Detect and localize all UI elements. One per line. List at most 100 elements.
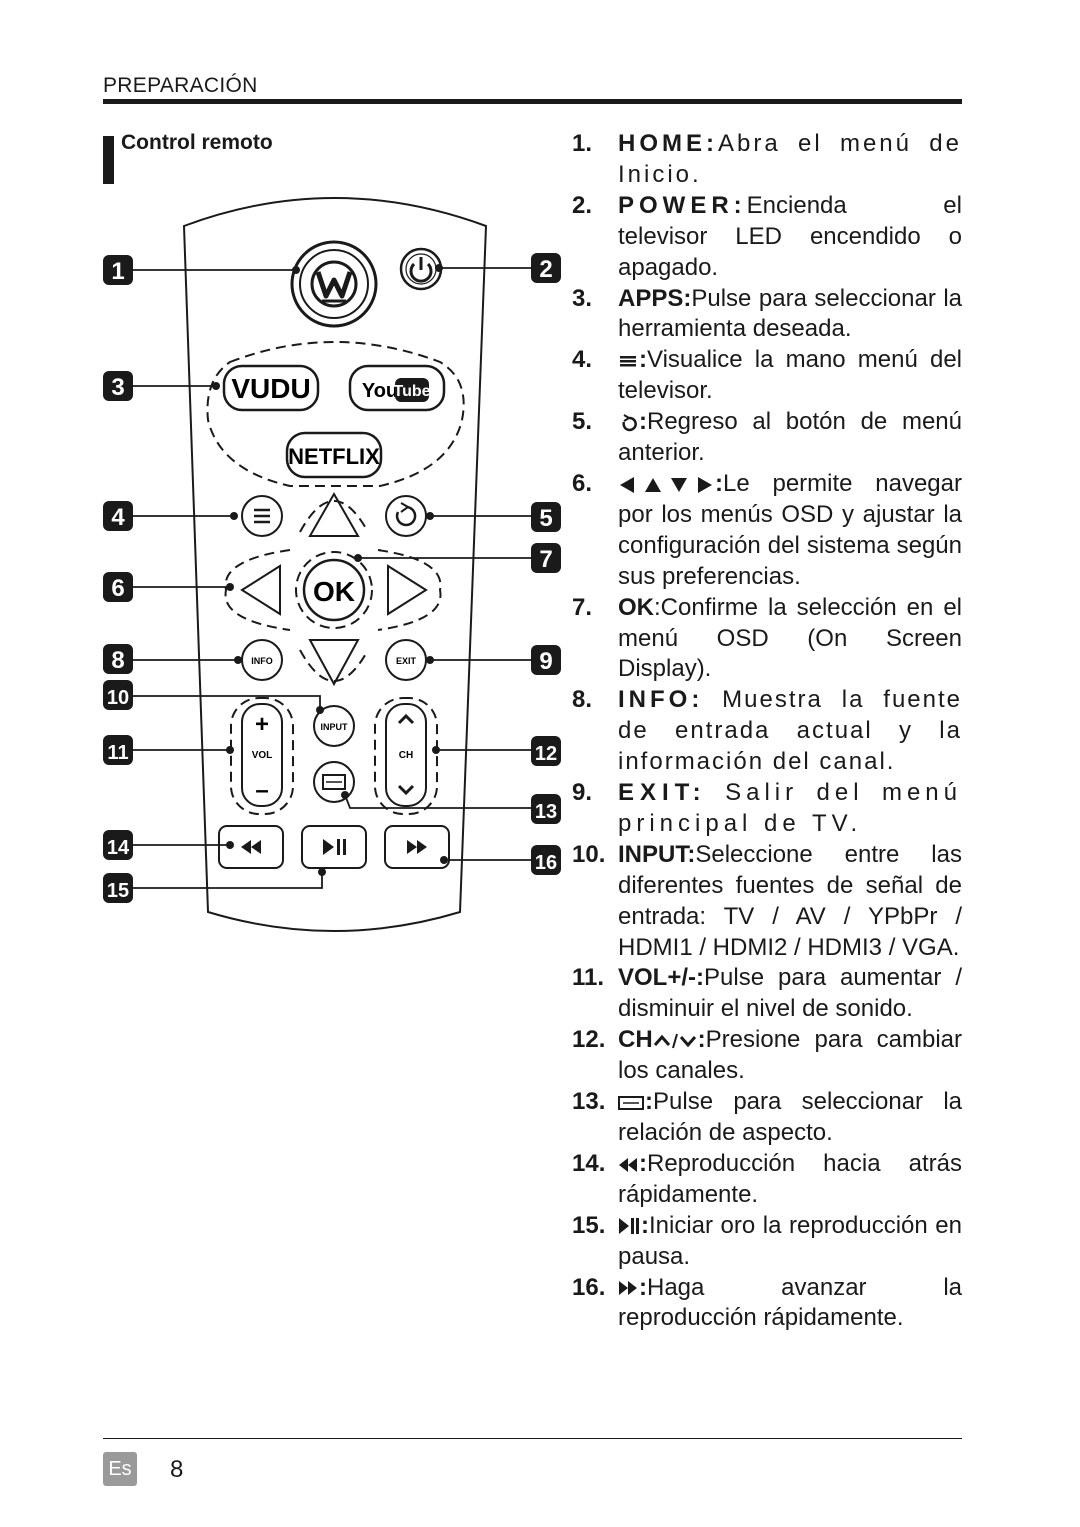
- callout-1: 1: [103, 255, 133, 285]
- input-button: [313, 705, 355, 747]
- item-key: HOME:: [618, 130, 718, 157]
- menu-icon: [254, 508, 270, 524]
- item-text: Haga avanzar la reproducción rápidamente…: [618, 1273, 962, 1332]
- item-text: Abra el menú de Inicio.: [618, 130, 962, 188]
- youtube-label-tube: Tube: [393, 383, 430, 400]
- play-pause-icon: [323, 839, 334, 855]
- item-text: Reproducción hacia atrás rápidamente.: [618, 1149, 962, 1208]
- home-button: [290, 240, 378, 328]
- list-item: 1.HOME:Abra el menú de Inicio.: [572, 130, 962, 188]
- arrows-icon: [620, 476, 712, 493]
- list-item: 14.:Reproducción hacia atrás rápidamente…: [572, 1149, 962, 1208]
- list-item: 13.:Pulse para seleccionar la relación d…: [572, 1088, 962, 1146]
- svg-text:3: 3: [111, 374, 124, 401]
- callout-12: 12: [531, 736, 561, 766]
- item-key: :: [639, 1149, 647, 1177]
- item-key: POWER:: [618, 191, 747, 219]
- svg-text:4: 4: [111, 504, 125, 531]
- remote-body: [182, 197, 488, 932]
- list-item: 6.:Le permite navegar por los menús OSD …: [572, 469, 962, 590]
- callout-11: 11: [103, 735, 133, 765]
- rewind-icon: [241, 840, 261, 854]
- vol-minus-label: –: [255, 777, 268, 804]
- footer-rule: [103, 1438, 962, 1439]
- aspect-button: [313, 761, 355, 803]
- item-key: :: [639, 346, 647, 374]
- page-header-title: PREPARACIÓN: [103, 74, 258, 97]
- youtube-label-you: You: [362, 380, 398, 402]
- svg-text:13: 13: [535, 801, 557, 823]
- item-key: :: [639, 408, 647, 436]
- vol-plus-label: +: [255, 711, 269, 738]
- play-pause-icon: [619, 1218, 639, 1235]
- vol-rocker: [241, 703, 283, 807]
- ok-label: OK: [313, 576, 355, 607]
- ok-button: [302, 558, 366, 622]
- fast-forward-icon: [619, 1281, 637, 1296]
- callout-4: 4: [103, 501, 133, 531]
- vol-label: VOL: [252, 750, 273, 761]
- ch-arrows-icon: [653, 1033, 696, 1049]
- fast-forward-button: [384, 825, 450, 869]
- callout-10: 10: [103, 680, 133, 710]
- callout-2: 2: [531, 253, 561, 283]
- exit-label: EXIT: [396, 656, 417, 666]
- item-text: Le permite navegar por los menús OSD y a…: [618, 469, 962, 590]
- item-key: APPS:: [618, 284, 692, 312]
- list-item: 11.VOL+/-:Pulse para aumentar / disminui…: [572, 964, 962, 1023]
- page-number: 8: [170, 1456, 184, 1483]
- list-item: 3.APPS:Pulse para seleccionar la herrami…: [572, 284, 962, 343]
- svg-text:11: 11: [107, 742, 128, 764]
- svg-text:2: 2: [539, 256, 552, 283]
- info-label: INFO: [251, 656, 273, 666]
- svg-text:15: 15: [107, 880, 129, 902]
- callout-7: 7: [531, 543, 561, 573]
- menu-icon: [620, 356, 636, 367]
- down-arrow-button: [308, 639, 360, 687]
- item-key: :: [641, 1211, 649, 1239]
- remote-illustration: VUDU You Tube NETFLIX OK INFO EXIT INPUT…: [103, 197, 561, 932]
- input-label: INPUT: [321, 722, 349, 732]
- item-key: INFO:: [618, 686, 704, 714]
- item-text: Salir del menú principal de TV.: [618, 779, 962, 837]
- menu-button: [241, 495, 283, 537]
- play-pause-button: [301, 825, 367, 869]
- rewind-icon: [619, 1157, 637, 1172]
- item-text: Encienda el televisor LED encendido o ap…: [618, 191, 962, 281]
- youtube-button: [348, 364, 446, 412]
- svg-text:9: 9: [539, 648, 552, 675]
- instructions-list: 1.HOME:Abra el menú de Inicio. 2.POWER:E…: [572, 129, 962, 1334]
- item-text: Regreso al botón de menú anterior.: [618, 408, 962, 467]
- netflix-label: NETFLIX: [288, 444, 380, 469]
- dpad-outline: [224, 500, 442, 682]
- item-key: :: [715, 469, 723, 497]
- right-arrow-button: [387, 564, 428, 616]
- list-item: 5.:Regreso al botón de menú anterior.: [572, 408, 962, 467]
- item-text: :Confirme la selección en el menú OSD (O…: [618, 593, 962, 683]
- svg-text:6: 6: [111, 575, 124, 602]
- ch-up-icon: [397, 713, 415, 725]
- return-button: [385, 495, 427, 537]
- item-text: Visualice la mano menú del televisor.: [618, 346, 962, 405]
- power-button: [399, 247, 443, 291]
- fast-forward-icon: [407, 840, 427, 854]
- item-text: Presione para cambiar los canales.: [618, 1026, 962, 1085]
- svg-text:16: 16: [535, 852, 557, 874]
- list-item: 8.INFO: Muestra la fuente de entrada act…: [572, 686, 962, 776]
- apps-group-outline: [206, 341, 465, 487]
- callout-6: 6: [103, 572, 133, 602]
- item-key: OK: [618, 593, 654, 621]
- ch-outline: [374, 697, 438, 815]
- list-item: 4.:Visualice la mano menú del televisor.: [572, 346, 962, 405]
- callout-16: 16: [531, 845, 561, 875]
- list-item: 16.:Haga avanzar la reproducción rápidam…: [572, 1273, 962, 1332]
- callout-13: 13: [531, 794, 561, 824]
- svg-text:12: 12: [535, 743, 557, 765]
- ch-down-icon: [397, 784, 415, 796]
- aspect-icon: [618, 1095, 644, 1110]
- header-rule: [103, 99, 962, 104]
- item-key2: :: [697, 1026, 706, 1054]
- item-key: CH: [618, 1026, 653, 1054]
- item-text: Muestra la fuente de entrada actual y la…: [618, 686, 962, 776]
- callout-14: 14: [103, 830, 133, 860]
